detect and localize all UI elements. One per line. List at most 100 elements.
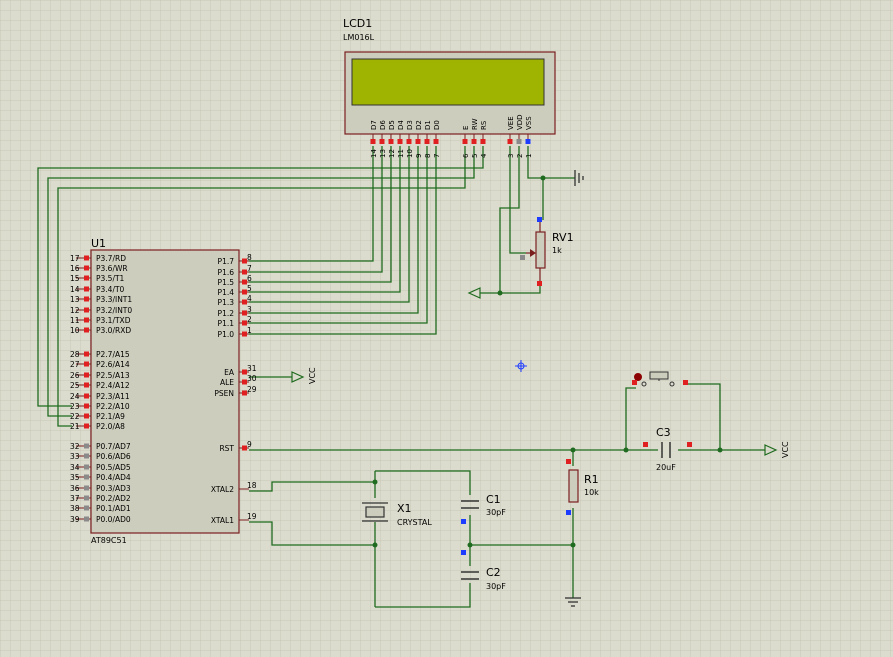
c1-ref-label: C1 xyxy=(486,493,501,506)
lcd-pin-name: D1 xyxy=(424,120,432,130)
mcu-pin-name: XTAL1 xyxy=(211,516,234,525)
c2-ref-label: C2 xyxy=(486,566,501,579)
x1-value-label: CRYSTAL xyxy=(397,518,432,527)
mcu-pin-number: 23 xyxy=(70,402,80,411)
mcu-pin-name: P1.6 xyxy=(218,268,235,277)
lcd-pin-number: 11 xyxy=(397,149,405,158)
mcu-pin-name: P0.3/AD3 xyxy=(96,484,131,493)
vcc-terminal-ea[interactable]: VCC xyxy=(291,367,317,384)
c3-capacitor[interactable]: C3 20uF xyxy=(643,426,692,472)
mcu-pin-marker xyxy=(242,269,247,275)
mcu-pin-marker xyxy=(242,279,247,285)
wire-vdd-rail xyxy=(499,146,520,293)
rv1-value-label: 1k xyxy=(552,246,562,255)
lcd-pin-number: 8 xyxy=(424,154,432,158)
mcu-pin-number: 33 xyxy=(70,452,80,461)
junction-dot xyxy=(497,290,503,296)
mcu-pin-name: ALE xyxy=(220,378,234,387)
pin-marker xyxy=(461,519,466,524)
c3-value-label: 20uF xyxy=(656,463,676,472)
wire-d1-p11 xyxy=(249,146,428,324)
junctions xyxy=(372,175,723,548)
lcd-pin-number: 4 xyxy=(480,153,488,158)
r1-resistor[interactable]: R1 10k xyxy=(566,459,599,515)
mcu-pin-name: P2.1/A9 xyxy=(96,412,125,421)
lcd-pin-name: VSS xyxy=(525,116,533,130)
wire-d5-p15 xyxy=(249,146,392,283)
origin-crosshair-icon xyxy=(515,360,527,372)
rv1-body xyxy=(535,231,546,269)
mcu-pin-name: P3.5/T1 xyxy=(96,274,125,283)
mcu-pin-number: 10 xyxy=(70,326,80,335)
c2-capacitor[interactable]: C2 30pF xyxy=(461,550,506,591)
wires xyxy=(37,146,765,608)
mcu-pin-number: 18 xyxy=(247,481,257,490)
mcu-pin-marker xyxy=(242,258,247,264)
mcu-pin-name: P3.7/RD xyxy=(96,254,126,263)
pin-marker xyxy=(632,380,637,385)
mcu-pin-marker xyxy=(84,413,89,419)
lcd-pin-name: D3 xyxy=(406,120,414,130)
lcd-component[interactable]: LCD1 LM016L D714D613D512D411D310D29D18D0… xyxy=(343,17,556,158)
ground-symbol-bottom xyxy=(565,597,581,607)
mcu-ref-label: U1 xyxy=(91,237,106,250)
reset-pushbutton[interactable] xyxy=(632,371,688,387)
mcu-pin-number: 28 xyxy=(70,350,80,359)
mcu-pin-number: 21 xyxy=(70,422,80,431)
wire-xtal2 xyxy=(249,481,376,498)
mcu-pin-marker xyxy=(84,307,89,313)
c3-ref-label: C3 xyxy=(656,426,671,439)
mcu-pin-name: P1.1 xyxy=(218,319,235,328)
lcd-pins: D714D613D512D411D310D29D18D07E6RW5RS4VEE… xyxy=(370,114,533,158)
wire-vee-rv1 xyxy=(509,146,526,254)
mcu-pin-marker xyxy=(242,289,247,295)
junction-dot xyxy=(467,542,473,548)
mcu-pin-number: 6 xyxy=(247,274,252,283)
mcu-pin-number: 34 xyxy=(70,463,80,472)
lcd-pin-number: 5 xyxy=(471,154,479,158)
mcu-pin-name: P2.7/A15 xyxy=(96,350,130,359)
wire-e-p20 xyxy=(57,146,466,427)
mcu-pin-number: 22 xyxy=(70,412,80,421)
mcu-pin-marker xyxy=(84,372,89,378)
junction-dot xyxy=(540,175,546,181)
lcd-pin-marker xyxy=(462,139,468,144)
rv1-ref-label: RV1 xyxy=(552,231,574,244)
c1-capacitor[interactable]: C1 30pF xyxy=(461,493,506,524)
lcd-pin-number: 7 xyxy=(433,154,441,158)
mcu-pin-name: P0.1/AD1 xyxy=(96,504,131,513)
mcu-pin-marker xyxy=(84,382,89,388)
pin-marker xyxy=(461,550,466,555)
lcd-pin-number: 9 xyxy=(415,154,423,158)
mcu-pin-marker xyxy=(84,255,89,261)
wire-button-loop-right xyxy=(686,383,721,450)
mcu-pin-name: P2.0/A8 xyxy=(96,422,125,431)
mcu-pin-marker xyxy=(84,351,89,357)
mcu-pin-number: 5 xyxy=(247,284,252,293)
mcu-pin-number: 32 xyxy=(70,442,80,451)
mcu-pin-number: 1 xyxy=(247,326,252,335)
rv1-potentiometer[interactable]: RV1 1k xyxy=(520,217,574,286)
mcu-pin-marker xyxy=(84,443,89,449)
mcu-pin-name: P0.2/AD2 xyxy=(96,494,131,503)
mcu-pin-name: P0.7/AD7 xyxy=(96,442,131,451)
mcu-pin-name: P3.6/WR xyxy=(96,264,128,273)
lcd-pin-number: 3 xyxy=(507,154,515,158)
mcu-pin-marker xyxy=(84,361,89,367)
mcu-pin-number: 13 xyxy=(70,295,80,304)
mcu-pin-marker xyxy=(84,393,89,399)
lcd-pin-number: 1 xyxy=(525,154,533,158)
vcc-terminal-rst[interactable]: VCC xyxy=(764,441,790,458)
rv1-wiper-arrow-icon xyxy=(530,249,536,257)
mcu-pin-number: 37 xyxy=(70,494,80,503)
junction-dot xyxy=(372,542,378,548)
mcu-pin-marker xyxy=(84,485,89,491)
mcu-pin-name: P1.3 xyxy=(218,298,235,307)
mcu-pin-name: P2.5/A13 xyxy=(96,371,130,380)
mcu-pin-number: 27 xyxy=(70,360,80,369)
terminal-arrow-icon xyxy=(467,287,481,299)
x1-crystal[interactable]: X1 CRYSTAL xyxy=(362,502,432,527)
